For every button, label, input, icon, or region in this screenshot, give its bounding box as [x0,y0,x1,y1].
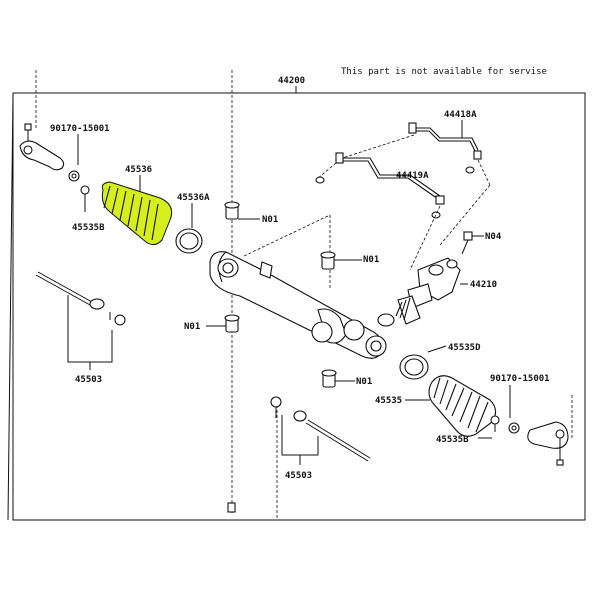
label-n01-b: N01 [363,255,379,265]
label-clip-left: 90170-15001 [50,124,110,134]
label-clamp-d: 45535D [448,343,481,353]
lock-nut-right [270,396,282,418]
tie-rod-end-left [19,123,65,171]
label-boot-highlight: 45536 [125,165,152,175]
label-rod-left: 45503 [75,375,102,385]
clip-b-right [490,415,500,425]
return-tube-44419a [335,152,445,205]
label-valve: 44210 [470,280,497,290]
tie-rod-end-right [527,421,569,466]
bushing-n01-b [320,251,336,270]
bushing-n01-d [321,369,337,388]
bushing-n01-c [224,314,240,333]
availability-note: This part is not available for servise [341,67,547,77]
bushing-n01-a [224,201,240,220]
label-rod-right: 45503 [285,471,312,481]
label-tube-b: 44419A [396,171,429,181]
label-n04: N04 [485,232,502,242]
label-boot-right: 45535 [375,396,402,406]
inner-tie-rod-right [293,410,371,462]
bolt-n04 [461,231,473,255]
control-valve-44210 [377,257,461,327]
clip-b-left [80,185,90,195]
steering-boot-highlighted [101,181,173,246]
label-clip-b-right: 45535B [436,435,469,445]
inner-tie-rod-left [35,271,105,310]
label-tube-a: 44418A [444,110,477,120]
label-n01-d: N01 [356,377,372,387]
label-n01-a: N01 [262,215,278,225]
pressure-tube-44418a [408,122,482,160]
boot-clamp-d [399,354,429,380]
diagram-border [12,92,586,521]
label-clamp-a: 45536A [177,193,210,203]
rack-housing [209,214,387,359]
label-44200: 44200 [278,76,305,86]
label-clip-right: 90170-15001 [490,374,550,384]
label-clip-b-left: 45535B [72,223,105,233]
steering-boot-right [428,375,497,437]
lock-nut-left [114,314,126,326]
clip-left [68,170,80,182]
clip-right [508,422,520,434]
label-n01-c: N01 [184,322,200,332]
bottom-fitting [227,502,236,513]
